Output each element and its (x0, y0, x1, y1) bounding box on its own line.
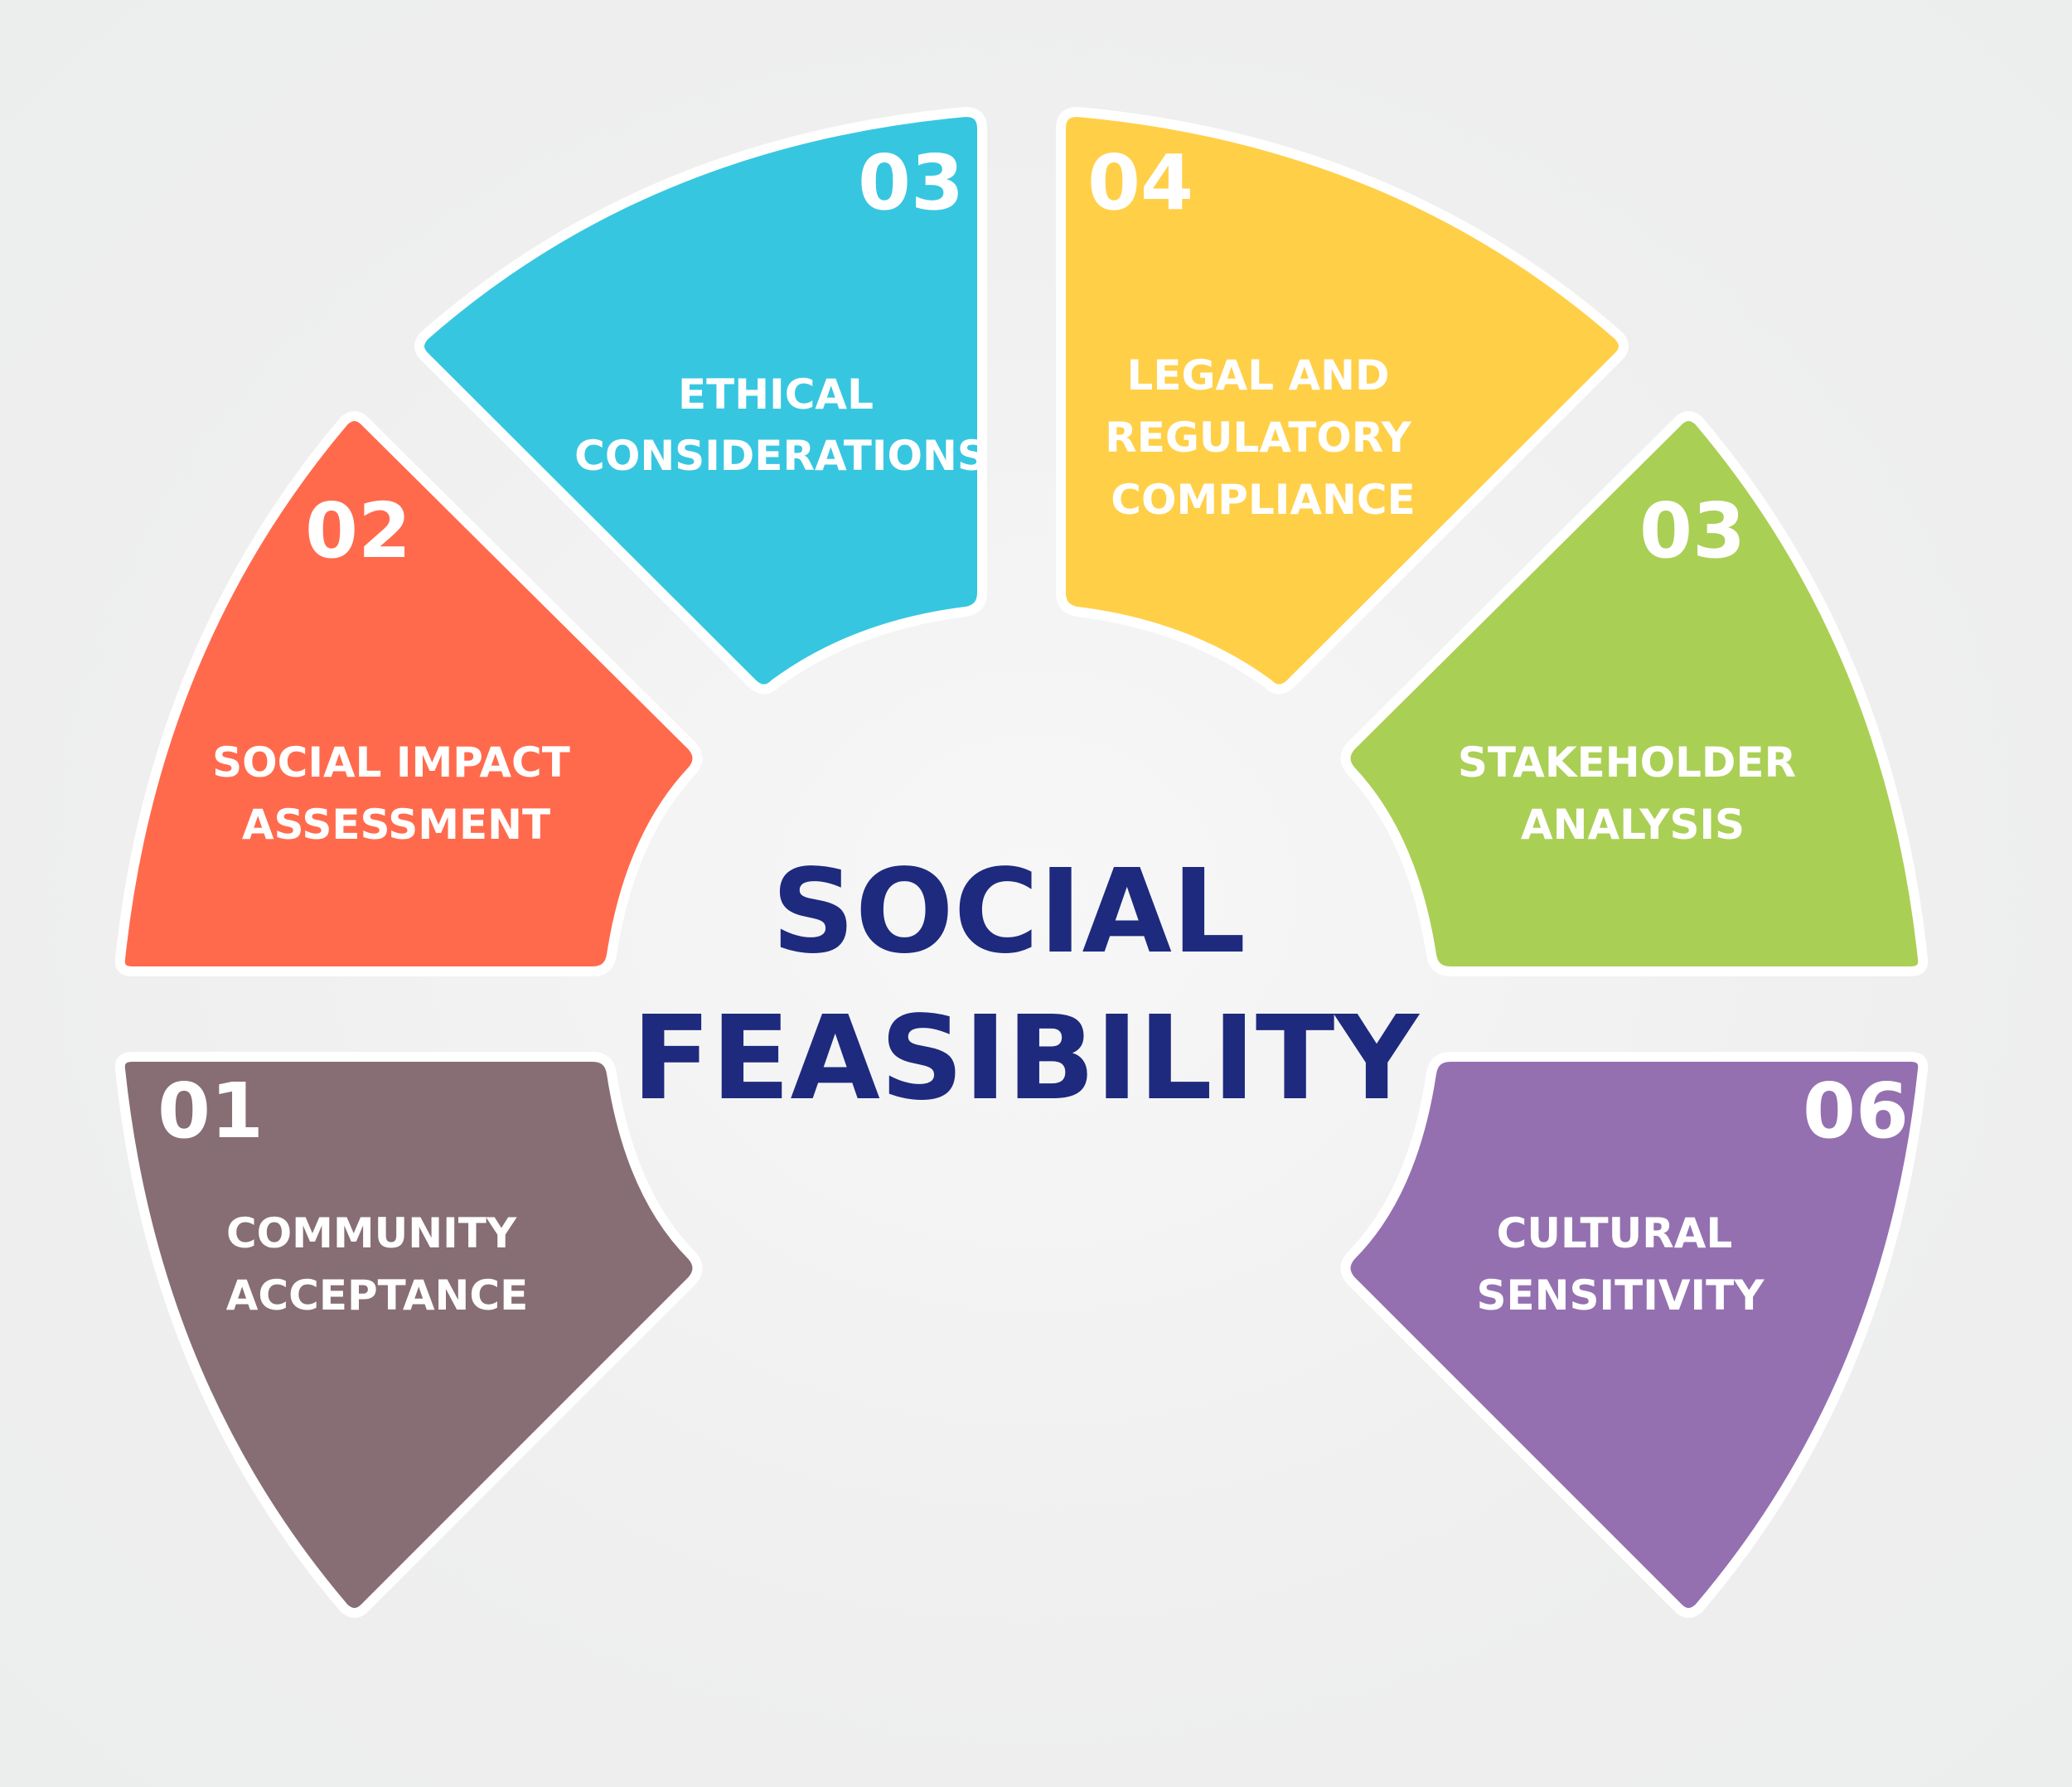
segment-cultural-sensitivity: 06 CULTURAL SENSITIVITY (1340, 1052, 1929, 1618)
segment-number: 03 (858, 138, 964, 227)
segment-label-line: ACCEPTANCE (226, 1271, 529, 1320)
title-line-1: SOCIAL (772, 845, 1246, 980)
segment-number: 04 (1087, 138, 1193, 227)
segment-shape-ethical (414, 107, 987, 695)
segment-shape-social-impact (114, 411, 703, 976)
segment-label-line: ASSESSMENT (242, 801, 550, 849)
segment-community-acceptance: 01 COMMUNITY ACCEPTANCE (114, 1052, 703, 1618)
segment-label-line: REGULATORY (1105, 414, 1411, 462)
segment-label-line: SENSITIVITY (1477, 1271, 1765, 1320)
segment-label-line: COMMUNITY (226, 1209, 517, 1257)
segment-number: 01 (157, 1067, 264, 1155)
segment-shape-legal (1056, 107, 1629, 695)
segment-number: 03 (1639, 487, 1745, 575)
segment-shape-cultural (1340, 1052, 1929, 1618)
segment-label-line: COMPLIANCE (1111, 476, 1415, 524)
segment-shape-stakeholder (1340, 411, 1929, 976)
segment-label-line: LEGAL AND (1126, 351, 1389, 400)
segment-social-impact-assessment: 02 SOCIAL IMPACT ASSESSMENT (114, 411, 703, 976)
segment-shape-community (114, 1052, 703, 1618)
segment-label-line: STAKEHOLDER (1458, 739, 1796, 787)
segment-number: 06 (1803, 1067, 1909, 1155)
segment-label-line: SOCIAL IMPACT (212, 739, 570, 787)
segment-ethical-considerations: 03 ETHICAL CONSIDERATIONS (414, 107, 987, 695)
title-line-2: FEASIBILITY (632, 991, 1420, 1126)
segment-stakeholder-analysis: 03 STAKEHOLDER ANALYSIS (1340, 411, 1929, 976)
segment-label-line: CONSIDERATIONS (574, 432, 987, 480)
segment-label-line: ANALYSIS (1521, 801, 1745, 849)
segment-legal-regulatory-compliance: 04 LEGAL AND REGULATORY COMPLIANCE (1056, 107, 1629, 695)
segment-label-line: CULTURAL (1497, 1209, 1733, 1257)
segment-label-line: ETHICAL (678, 370, 874, 419)
segment-number: 02 (305, 487, 411, 575)
